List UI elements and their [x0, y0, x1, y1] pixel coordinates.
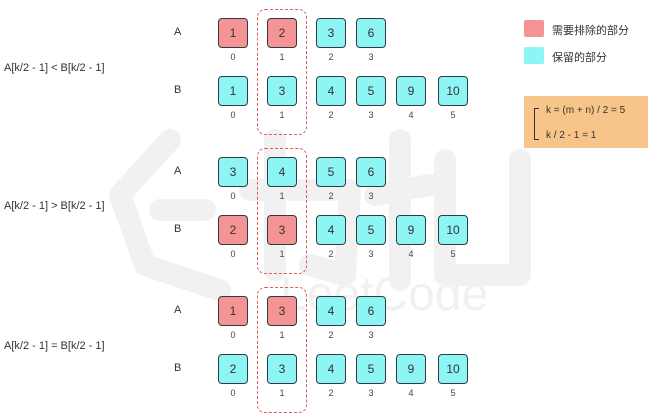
k-index-highlight: [257, 9, 307, 135]
array-cell: 4: [316, 296, 346, 326]
array-index: 3: [368, 330, 374, 340]
array-cell: 1: [218, 296, 248, 326]
formula-line-2: k / 2 - 1 = 1: [546, 130, 597, 141]
array-cell: 2: [267, 18, 297, 48]
array-label: A: [174, 26, 182, 38]
array-index: 4: [408, 110, 414, 120]
array-index: 1: [279, 191, 285, 201]
array-index: 1: [279, 249, 285, 259]
array-label: B: [174, 223, 182, 235]
array-cell: 3: [218, 157, 248, 187]
array-cell: 6: [356, 296, 386, 326]
array-index: 0: [230, 110, 236, 120]
array-index: 2: [328, 110, 334, 120]
array-index: 5: [450, 110, 456, 120]
array-cell: 10: [438, 354, 468, 384]
array-cell: 3: [267, 215, 297, 245]
array-cell: 6: [356, 157, 386, 187]
array-index: 5: [450, 249, 456, 259]
array-cell: 3: [267, 296, 297, 326]
array-index: 1: [279, 110, 285, 120]
formula-bracket: [534, 108, 539, 140]
legend-remove-label: 需要排除的部分: [552, 25, 629, 37]
array-index: 0: [230, 191, 236, 201]
condition-label: A[k/2 - 1] > B[k/2 - 1]: [4, 200, 105, 212]
array-index: 0: [230, 52, 236, 62]
array-cell: 9: [396, 215, 426, 245]
array-cell: 9: [396, 76, 426, 106]
array-index: 2: [328, 388, 334, 398]
array-cell: 5: [356, 215, 386, 245]
array-cell: 4: [316, 76, 346, 106]
array-cell: 6: [356, 18, 386, 48]
array-index: 0: [230, 388, 236, 398]
array-index: 3: [368, 110, 374, 120]
array-index: 1: [279, 388, 285, 398]
array-cell: 5: [356, 76, 386, 106]
legend-keep-swatch: [524, 47, 544, 64]
legend-keep-label: 保留的部分: [552, 52, 607, 64]
condition-label: A[k/2 - 1] = B[k/2 - 1]: [4, 340, 105, 352]
array-index: 4: [408, 388, 414, 398]
array-index: 0: [230, 330, 236, 340]
array-index: 5: [450, 388, 456, 398]
array-index: 2: [328, 249, 334, 259]
array-index: 3: [368, 388, 374, 398]
array-cell: 4: [316, 354, 346, 384]
array-index: 2: [328, 52, 334, 62]
array-index: 3: [368, 249, 374, 259]
array-index: 4: [408, 249, 414, 259]
array-index: 2: [328, 191, 334, 201]
formula-line-1: k = (m + n) / 2 = 5: [546, 105, 626, 116]
formula-box: k = (m + n) / 2 = 5 k / 2 - 1 = 1: [524, 96, 648, 148]
array-index: 3: [368, 52, 374, 62]
array-index: 1: [279, 330, 285, 340]
k-index-highlight: [257, 148, 307, 274]
watermark-logo-left: [109, 129, 231, 301]
array-cell: 1: [218, 76, 248, 106]
array-cell: 10: [438, 215, 468, 245]
array-index: 0: [230, 249, 236, 259]
array-cell: 2: [218, 354, 248, 384]
array-cell: 5: [316, 157, 346, 187]
array-cell: 5: [356, 354, 386, 384]
legend-remove-swatch: [524, 20, 544, 37]
array-label: A: [174, 304, 182, 316]
array-cell: 4: [267, 157, 297, 187]
array-label: A: [174, 165, 182, 177]
array-label: B: [174, 84, 182, 96]
array-cell: 4: [316, 215, 346, 245]
condition-label: A[k/2 - 1] < B[k/2 - 1]: [4, 62, 105, 74]
array-cell: 2: [218, 215, 248, 245]
array-index: 2: [328, 330, 334, 340]
array-cell: 3: [267, 354, 297, 384]
array-cell: 10: [438, 76, 468, 106]
array-cell: 9: [396, 354, 426, 384]
array-index: 1: [279, 52, 285, 62]
array-index: 3: [368, 191, 374, 201]
array-label: B: [174, 362, 182, 374]
array-cell: 3: [316, 18, 346, 48]
array-cell: 1: [218, 18, 248, 48]
watermark-glyph-2: [364, 129, 531, 291]
array-cell: 3: [267, 76, 297, 106]
